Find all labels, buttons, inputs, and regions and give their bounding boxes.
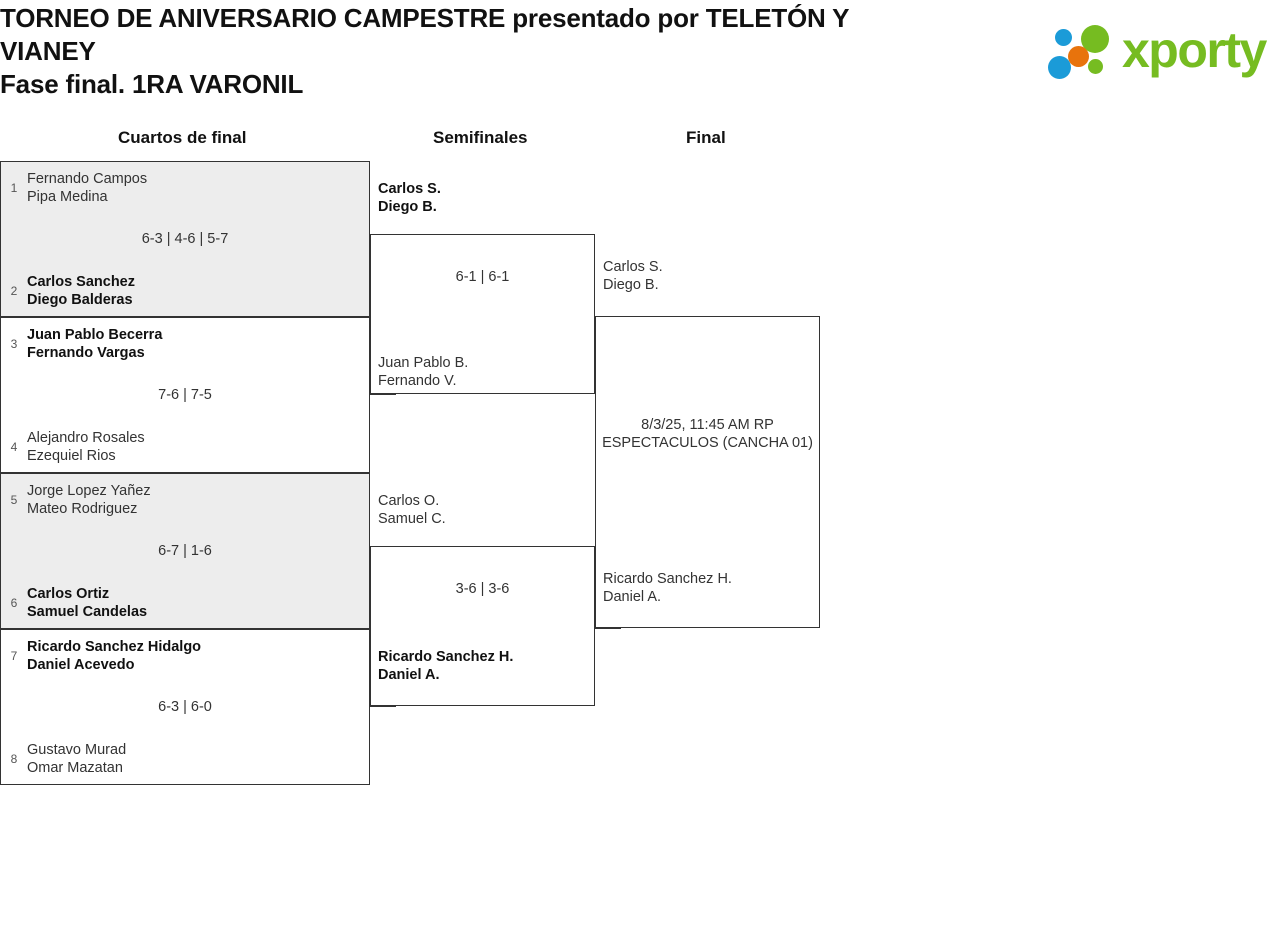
match-qf4-team-top[interactable]: 7 Ricardo Sanchez Hidalgo Daniel Acevedo [1,638,369,674]
player-names: Carlos Ortiz Samuel Candelas [27,586,148,620]
match-sf2-team-top[interactable]: Carlos O. Samuel C. [370,492,595,528]
player-names: Alejandro Rosales Ezequiel Rios [27,430,145,464]
seed-number: 4 [10,440,18,454]
match-qf1[interactable]: 1 Fernando Campos Pipa Medina 6-3 | 4-6 … [0,161,370,317]
player-names: Carlos S. Diego B. [378,181,441,215]
match-qf3-team-bottom[interactable]: 6 Carlos Ortiz Samuel Candelas [1,585,369,621]
match-sf1-team-bottom[interactable]: Juan Pablo B. Fernando V. [370,354,595,390]
match-final-team-top[interactable]: Carlos S. Diego B. [595,258,820,294]
logo-wordmark: xporty [1122,22,1267,78]
match-qf3-score: 6-7 | 1-6 [158,543,212,559]
xporty-logo[interactable]: xporty [1048,22,1274,82]
seed-number: 1 [10,181,18,195]
match-final[interactable]: 8/3/25, 11:45 AM RP ESPECTACULOS (CANCHA… [595,316,820,628]
connector-sf2-final [595,628,621,629]
match-sf1-team-top[interactable]: Carlos S. Diego B. [370,180,595,216]
match-qf3-team-top[interactable]: 5 Jorge Lopez Yañez Mateo Rodriguez [1,482,369,518]
match-qf4-score: 6-3 | 6-0 [158,699,212,715]
round-header-quarterfinals: Cuartos de final [118,128,247,147]
logo-dot-blue-small [1055,29,1072,46]
seed-number: 8 [10,752,18,766]
match-qf2-score: 7-6 | 7-5 [158,387,212,403]
match-final-team-bottom[interactable]: Ricardo Sanchez H. Daniel A. [595,570,820,606]
logo-dot-blue-large [1048,56,1071,79]
player-names: Carlos O. Samuel C. [378,493,446,527]
connector-qf4-sf2 [370,706,396,707]
seed-number: 6 [10,596,18,610]
match-qf4[interactable]: 7 Ricardo Sanchez Hidalgo Daniel Acevedo… [0,629,370,785]
round-header-semifinals: Semifinales [433,128,528,147]
player-names: Carlos S. Diego B. [603,259,663,293]
match-final-schedule: 8/3/25, 11:45 AM RP ESPECTACULOS (CANCHA… [602,417,813,451]
match-qf1-team-top[interactable]: 1 Fernando Campos Pipa Medina [1,170,369,206]
match-qf3[interactable]: 5 Jorge Lopez Yañez Mateo Rodriguez 6-7 … [0,473,370,629]
match-sf2-score: 3-6 | 3-6 [455,581,510,597]
player-names: Carlos Sanchez Diego Balderas [27,274,135,308]
match-sf1[interactable]: 6-1 | 6-1 [370,234,595,394]
logo-dot-green-small [1088,59,1103,74]
player-names: Juan Pablo B. Fernando V. [378,355,469,389]
round-header-final: Final [686,128,726,147]
seed-number: 7 [10,649,18,663]
player-names: Fernando Campos Pipa Medina [27,171,148,205]
match-sf2-team-bottom[interactable]: Ricardo Sanchez H. Daniel A. [370,648,595,684]
logo-dots-icon [1048,22,1120,80]
seed-number: 3 [10,337,18,351]
player-names: Ricardo Sanchez Hidalgo Daniel Acevedo [27,639,202,673]
match-qf2-team-top[interactable]: 3 Juan Pablo Becerra Fernando Vargas [1,326,369,362]
phase-title: Fase final. 1RA VARONIL [0,69,304,99]
seed-number: 2 [10,284,18,298]
match-qf1-team-bottom[interactable]: 2 Carlos Sanchez Diego Balderas [1,273,369,309]
match-sf2[interactable]: 3-6 | 3-6 [370,546,595,706]
logo-dot-orange [1068,46,1089,67]
connector-qf2-sf1 [370,394,396,395]
match-qf1-score: 6-3 | 4-6 | 5-7 [141,231,229,247]
player-names: Gustavo Murad Omar Mazatan [27,742,127,776]
seed-number: 5 [10,493,18,507]
tournament-title: TORNEO DE ANIVERSARIO CAMPESTRE presenta… [0,3,856,66]
match-qf2[interactable]: 3 Juan Pablo Becerra Fernando Vargas 7-6… [0,317,370,473]
player-names: Ricardo Sanchez H. Daniel A. [378,649,514,683]
player-names: Juan Pablo Becerra Fernando Vargas [27,327,163,361]
page-header: TORNEO DE ANIVERSARIO CAMPESTRE presenta… [0,0,1280,110]
match-qf4-team-bottom[interactable]: 8 Gustavo Murad Omar Mazatan [1,741,369,777]
player-names: Ricardo Sanchez H. Daniel A. [603,571,732,605]
player-names: Jorge Lopez Yañez Mateo Rodriguez [27,483,151,517]
match-qf2-team-bottom[interactable]: 4 Alejandro Rosales Ezequiel Rios [1,429,369,465]
match-sf1-score: 6-1 | 6-1 [455,269,510,285]
